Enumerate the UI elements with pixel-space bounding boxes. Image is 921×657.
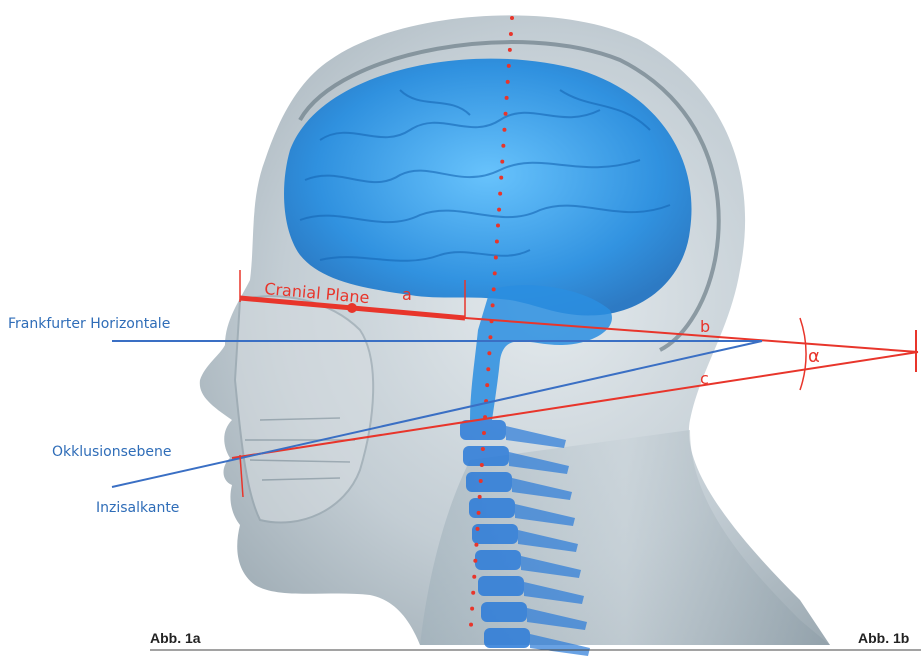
vertebra [463, 446, 509, 466]
angle-arc [800, 318, 806, 390]
vertebra [460, 420, 506, 440]
label-okklusion: Okklusionsebene [52, 444, 172, 460]
vertebra [478, 576, 524, 596]
caption-fig-1a: Abb. 1a [150, 630, 201, 646]
label-a: a [402, 285, 412, 304]
label-b: b [700, 317, 710, 336]
caption-fig-1b: Abb. 1b [858, 630, 909, 646]
vertebra [475, 550, 521, 570]
label-frankfurter: Frankfurter Horizontale [8, 316, 170, 332]
vertebra [466, 472, 512, 492]
label-inzisal: Inzisalkante [96, 500, 179, 516]
label-alpha: α [808, 346, 820, 367]
vertebra [472, 524, 518, 544]
vertebra [484, 628, 530, 648]
vertebra [481, 602, 527, 622]
vertebra [469, 498, 515, 518]
label-c: c [700, 369, 709, 388]
